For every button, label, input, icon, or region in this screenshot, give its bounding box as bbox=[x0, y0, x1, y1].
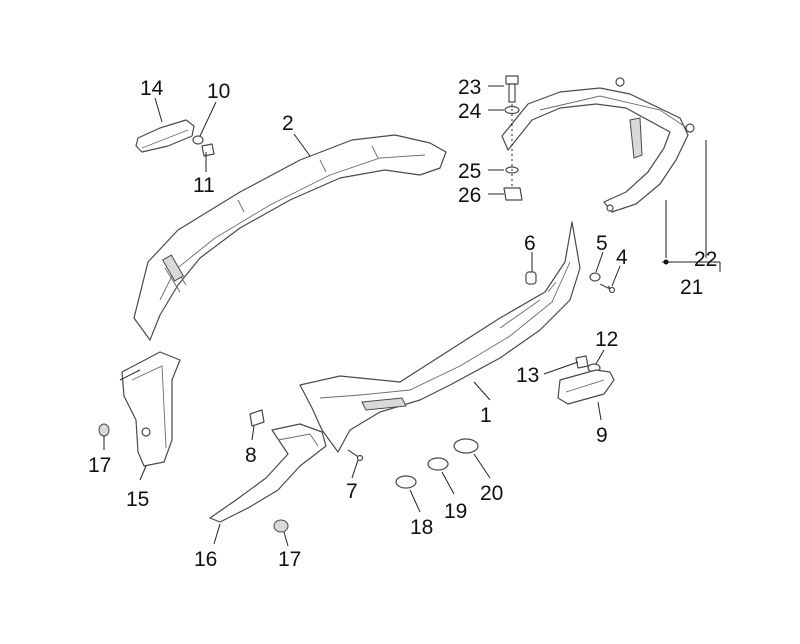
callout-1: 1 bbox=[480, 404, 492, 427]
callout-23: 23 bbox=[458, 76, 481, 99]
callout-labels: 14 10 11 2 1 6 5 4 23 24 25 26 22 21 12 … bbox=[88, 76, 717, 571]
leader-14 bbox=[543, 361, 579, 375]
part-17-grommet-a bbox=[98, 423, 110, 437]
callout-22: 22 bbox=[694, 248, 717, 271]
callout-9: 9 bbox=[596, 424, 608, 447]
part-7-screw bbox=[347, 449, 364, 462]
part-23-bolt bbox=[505, 75, 519, 103]
leader-13 bbox=[595, 349, 605, 365]
part-2-rear-panel bbox=[133, 134, 447, 341]
callout-17-left: 17 bbox=[88, 454, 111, 477]
callout-21: 21 bbox=[680, 276, 703, 299]
leader-4 bbox=[611, 265, 621, 287]
callout-12: 14 bbox=[140, 77, 164, 100]
callout-18: 18 bbox=[410, 516, 433, 539]
leader-7 bbox=[351, 459, 359, 479]
leader-10 bbox=[199, 101, 217, 137]
part-11-clip bbox=[201, 143, 215, 157]
part-18-cap bbox=[395, 475, 417, 489]
part-17-grommet-b bbox=[273, 519, 289, 533]
leader-8 bbox=[251, 425, 255, 441]
part-19-cap bbox=[427, 457, 449, 471]
part-1-side-panel bbox=[299, 221, 581, 453]
callout-15: 15 bbox=[126, 488, 149, 511]
callout-6: 6 bbox=[524, 232, 536, 255]
callout-26: 26 bbox=[458, 184, 481, 207]
leader-19 bbox=[441, 471, 455, 495]
leader-12 bbox=[154, 97, 163, 123]
callout-11: 11 bbox=[193, 174, 215, 197]
part-5-washer bbox=[589, 272, 601, 282]
callout-14: 13 bbox=[516, 364, 539, 387]
callout-2: 2 bbox=[282, 112, 294, 135]
leader-20 bbox=[473, 453, 491, 479]
leader-15 bbox=[139, 465, 147, 481]
part-8-clip bbox=[249, 409, 265, 427]
leader-5 bbox=[595, 251, 604, 273]
part-6-grommet bbox=[525, 271, 537, 285]
part-12-small-cover bbox=[135, 119, 195, 153]
callout-17-bottom: 17 bbox=[278, 548, 301, 571]
callout-4: 4 bbox=[616, 246, 628, 269]
part-14-clip bbox=[575, 355, 589, 369]
leader-18 bbox=[409, 489, 421, 513]
callout-24: 24 bbox=[458, 100, 482, 123]
part-10-washer bbox=[192, 135, 204, 145]
part-16-lower-cover bbox=[209, 423, 327, 523]
callout-20: 20 bbox=[480, 482, 503, 505]
leader-17b bbox=[283, 531, 289, 547]
leader-9 bbox=[597, 401, 602, 421]
part-20-cap bbox=[453, 438, 479, 454]
leader-15a bbox=[119, 369, 141, 381]
bracket-dot bbox=[663, 259, 669, 265]
part-4-screw bbox=[599, 283, 616, 294]
callout-19: 19 bbox=[444, 500, 467, 523]
callout-13: 12 bbox=[595, 328, 618, 351]
leader-lines bbox=[103, 85, 721, 547]
callout-5: 5 bbox=[596, 232, 608, 255]
part-15-bracket bbox=[121, 351, 181, 467]
callout-25: 25 bbox=[458, 160, 481, 183]
callout-7: 7 bbox=[346, 480, 358, 503]
callout-16: 16 bbox=[194, 548, 217, 571]
part-9-cover bbox=[557, 369, 615, 405]
callout-8: 8 bbox=[245, 444, 257, 467]
part-26-clip-nut bbox=[503, 187, 523, 201]
part-21-rear-rack bbox=[501, 77, 695, 213]
leader-16 bbox=[213, 523, 221, 545]
leader-1 bbox=[473, 381, 491, 401]
callout-10: 10 bbox=[207, 80, 230, 103]
leader-2 bbox=[293, 133, 311, 157]
